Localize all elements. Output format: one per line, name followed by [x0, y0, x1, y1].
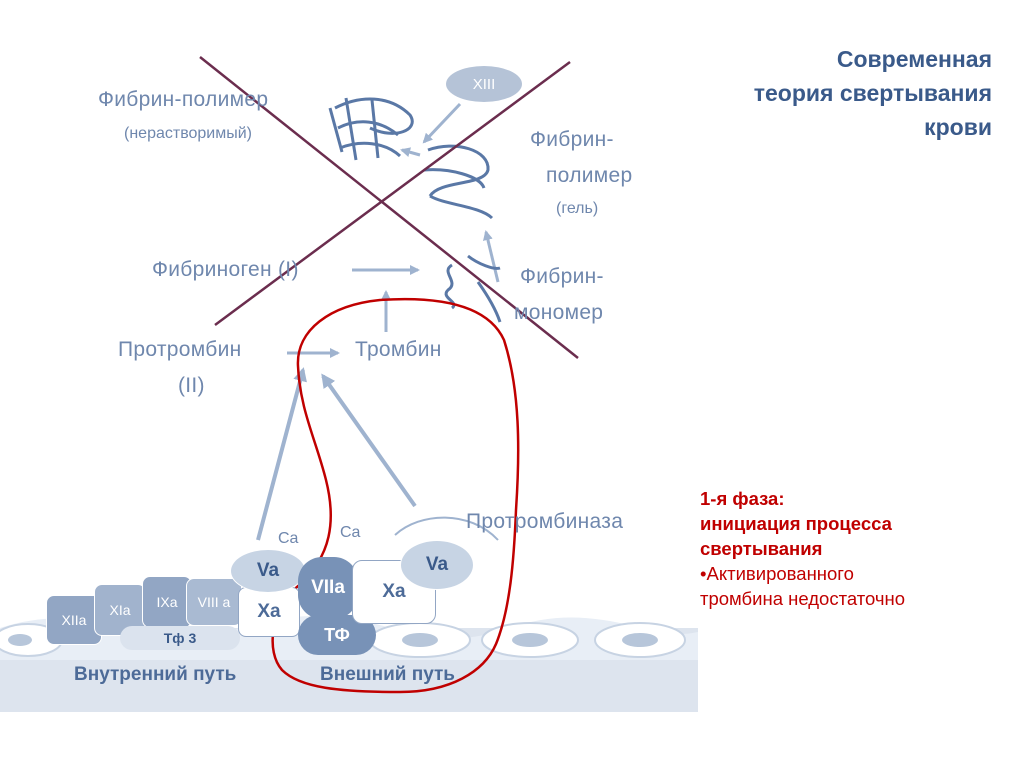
arrow-monomer-gel — [483, 230, 500, 283]
phase-line-3: свертывания — [700, 538, 823, 559]
factor-ixa-label: IXa — [156, 594, 178, 610]
factor-va-right-label: Va — [425, 554, 449, 575]
label-prothrombin: Протромбин — [118, 338, 242, 361]
label-gel-note: (гель) — [556, 200, 599, 217]
label-ca-right: Ca — [340, 524, 361, 541]
label-ca-left: Ca — [278, 530, 299, 547]
factor-tf3-pill: Тф 3 — [120, 626, 240, 650]
cross-line-2 — [214, 60, 571, 327]
factor-ixa-block: IXa — [142, 576, 192, 628]
factor-viia-label: VIIa — [311, 577, 345, 598]
factor-viiia-block: VIII a — [186, 578, 242, 626]
arrow-xiii — [422, 102, 462, 144]
factor-xiii-ellipse: XIII — [446, 66, 522, 102]
label-insoluble-note: (нерастворимый) — [124, 125, 253, 142]
fibrin-gel-strands — [423, 144, 494, 220]
label-fibrin-gel-2: полимер — [546, 164, 633, 187]
label-fibrin-gel-1: Фибрин- — [530, 128, 614, 151]
phase-bullet-continued: тромбина недостаточно — [700, 588, 906, 609]
phase-heading: 1-я фаза: — [700, 488, 785, 509]
factor-xa-left-box: Xa — [238, 587, 300, 637]
arrow-extrinsic-thrombin — [321, 373, 417, 508]
factor-va-left-label: Va — [256, 560, 280, 581]
membrane-cell-nuclei — [8, 633, 658, 647]
fibrin-polymer-strands — [328, 97, 414, 161]
title-line-2: теория свертывания — [753, 80, 992, 106]
factor-viiia-label: VIII a — [197, 594, 231, 610]
factor-xiii-label: XIII — [472, 75, 496, 93]
factor-xia-label: XIa — [109, 602, 131, 618]
label-prothrombin-number: (II) — [178, 374, 205, 397]
prothrombinase-arc — [394, 516, 499, 541]
factor-va-right-ellipse: Va — [400, 540, 474, 590]
factor-viia-block: VIIa — [298, 557, 358, 619]
label-fibrin-monomer-1: Фибрин- — [520, 265, 604, 288]
factor-tf-label: ТФ — [324, 624, 350, 645]
extrinsic-highlight-loop — [271, 297, 520, 694]
label-intrinsic-path: Внутренний путь — [74, 664, 237, 685]
phase-description: 1-я фаза: инициация процесса свертывания… — [700, 486, 1010, 611]
phase-line-2: инициация процесса — [700, 513, 892, 534]
slide-title: Современная теория свертывания крови — [632, 42, 992, 144]
arrow-intrinsic-thrombin — [256, 367, 307, 541]
label-extrinsic-path: Внешний путь — [320, 664, 455, 685]
factor-xa-right-label: Xa — [382, 581, 406, 602]
cross-line-1 — [199, 56, 579, 359]
factor-va-left-ellipse: Va — [230, 549, 306, 593]
label-fibrin-monomer-2: мономер — [514, 301, 604, 324]
phase-bullet: •Активированного — [700, 563, 854, 584]
label-prothrombinase: Протромбиназа — [466, 510, 624, 533]
title-line-1: Современная — [836, 46, 992, 72]
factor-tf3-label: Тф 3 — [163, 630, 197, 646]
title-line-3: крови — [924, 114, 992, 140]
factor-xa-left-label: Xa — [257, 601, 281, 622]
factor-xiia-block: XIIa — [46, 595, 102, 645]
label-thrombin: Тромбин — [355, 338, 442, 361]
factor-xiia-label: XIIa — [61, 612, 87, 628]
label-fibrin-polymer-insoluble: Фибрин-полимер — [98, 88, 269, 111]
arrow-gel-insoluble — [400, 147, 421, 157]
label-fibrinogen: Фибриноген (I) — [152, 258, 299, 281]
